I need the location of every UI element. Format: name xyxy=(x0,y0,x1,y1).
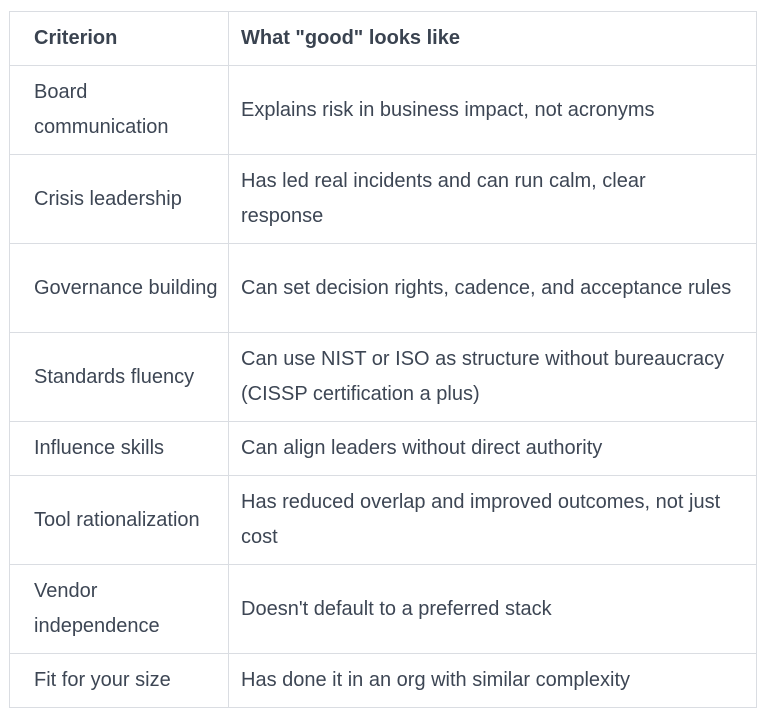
table-row: Crisis leadership Has led real incidents… xyxy=(9,154,757,244)
description-cell: Has reduced overlap and improved outcome… xyxy=(228,475,757,565)
table-row: Governance building Can set decision rig… xyxy=(9,243,757,333)
criterion-cell: Board communication xyxy=(9,65,229,155)
description-cell: Explains risk in business impact, not ac… xyxy=(228,65,757,155)
description-cell: Can align leaders without direct authori… xyxy=(228,421,757,476)
description-cell: Has done it in an org with similar compl… xyxy=(228,653,757,708)
table-header-row: Criterion What "good" looks like xyxy=(9,11,757,66)
criterion-cell: Tool rationalization xyxy=(9,475,229,565)
criterion-cell: Governance building xyxy=(9,243,229,333)
table-row: Board communication Explains risk in bus… xyxy=(9,65,757,155)
description-cell: Can use NIST or ISO as structure without… xyxy=(228,332,757,422)
criterion-cell: Crisis leadership xyxy=(9,154,229,244)
table-row: Fit for your size Has done it in an org … xyxy=(9,653,757,708)
description-cell: Can set decision rights, cadence, and ac… xyxy=(228,243,757,333)
criterion-cell: Vendor independence xyxy=(9,564,229,654)
criteria-table: Criterion What "good" looks like Board c… xyxy=(9,11,757,708)
description-cell: Doesn't default to a preferred stack xyxy=(228,564,757,654)
table-row: Standards fluency Can use NIST or ISO as… xyxy=(9,332,757,422)
description-cell: Has led real incidents and can run calm,… xyxy=(228,154,757,244)
header-criterion: Criterion xyxy=(9,11,229,66)
criterion-cell: Influence skills xyxy=(9,421,229,476)
table-row: Vendor independence Doesn't default to a… xyxy=(9,564,757,654)
criterion-cell: Standards fluency xyxy=(9,332,229,422)
table-row: Tool rationalization Has reduced overlap… xyxy=(9,475,757,565)
table-row: Influence skills Can align leaders witho… xyxy=(9,421,757,476)
criterion-cell: Fit for your size xyxy=(9,653,229,708)
header-what-good-looks-like: What "good" looks like xyxy=(228,11,757,66)
